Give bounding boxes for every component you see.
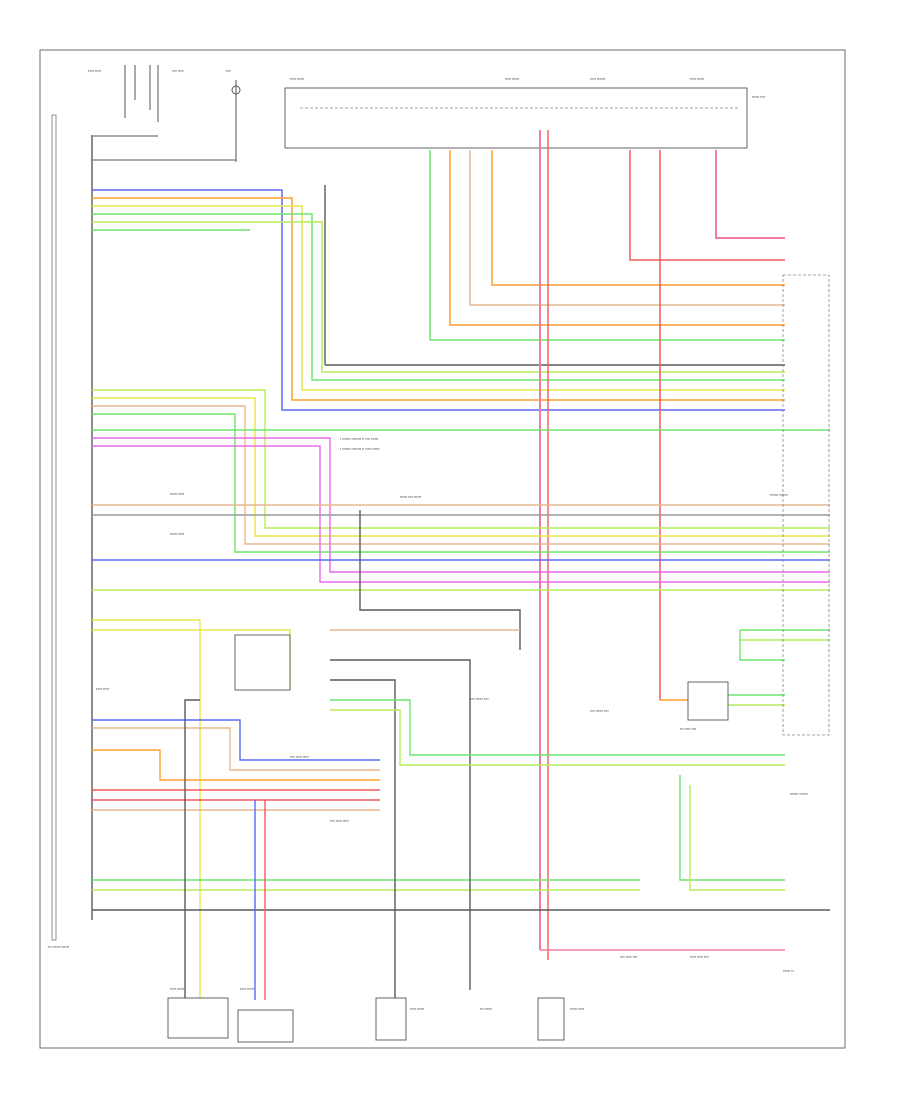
note-1: ▪ ▪▪▪▪▪▪▪ ▪▪▪▪▪▪▪▪ ▪▪ ▪▪▪▪ ▪▪▪▪▪▪ [340, 437, 378, 441]
center-runs [330, 510, 830, 1000]
left-switch-label-2: ▪▪▪▪▪▪ ▪▪▪▪▪ [170, 492, 184, 496]
mid-label-1: ▪▪▪▪ ▪▪▪▪▪▪ ▪▪▪▪ [470, 697, 489, 701]
bottom-label-3: ▪▪▪▪▪ ▪▪▪▪▪▪ [410, 1007, 424, 1011]
bottom-label-7: ▪▪▪▪▪ ▪▪▪▪▪ ▪▪▪▪ [690, 955, 709, 959]
bottom-label-4: ▪▪▪ ▪▪▪▪▪▪ [480, 1007, 492, 1011]
label-power-b: ▪▪▪▪ ▪▪▪▪▪ [172, 69, 184, 73]
controller-label-bottom: ▪▪▪▪▪▪ ▪▪ [783, 969, 794, 973]
note-2: ▪ ▪▪▪▪▪▪▪ ▪▪▪▪▪▪▪▪ ▪▪ ▪▪▪▪▪ ▪▪▪▪▪▪ [340, 447, 380, 451]
harness-middle [92, 389, 830, 591]
component-right-module [687, 681, 729, 721]
mid-label-3: ▪▪▪ ▪▪▪▪▪ ▪▪▪▪ [680, 727, 696, 731]
top-left-inputs [93, 65, 241, 162]
left-controller-bracket [51, 114, 57, 941]
top-module-label-2: ▪▪▪▪▪ ▪▪▪▪▪▪ [505, 77, 519, 81]
label-power-c: ▪▪▪▪ [226, 69, 231, 73]
component-speaker-right [537, 997, 565, 1041]
right-connector-bracket [782, 274, 830, 736]
bottom-label-2: ▪▪▪▪▪ ▪▪▪▪▪▪ [240, 987, 254, 991]
harness-verticals [429, 130, 785, 960]
top-module-label-3: ▪▪▪▪▪ ▪▪▪▪▪▪▪ [590, 77, 605, 81]
bottom-label-5: ▪▪▪▪▪▪ ▪▪▪▪▪ [570, 1007, 584, 1011]
bottom-label-6: ▪▪▪▪ ▪▪▪▪▪ ▪▪▪▪ [620, 955, 638, 959]
mid-label-2: ▪▪▪▪ ▪▪▪▪▪▪ ▪▪▪▪ [590, 709, 609, 713]
top-module-label-4: ▪▪▪▪▪ ▪▪▪▪▪▪ [690, 77, 704, 81]
diagram-border [39, 49, 846, 1049]
component-center-block [234, 634, 291, 691]
bottom-label-1: ▪▪▪▪▪ ▪▪▪▪▪▪ [170, 987, 184, 991]
harness-lower [92, 619, 830, 1000]
left-controller-label: ▪▪▪ ▪▪▪▪▪▪▪ ▪▪▪▪▪▪ [48, 945, 69, 949]
controller-label-right-mid: ▪▪▪▪▪▪▪ ▪▪▪▪▪▪▪ [790, 792, 808, 796]
label-power-a: ▪▪▪▪▪ ▪▪▪▪▪ [88, 69, 101, 73]
harness-top [92, 189, 785, 411]
top-right-label: ▪▪▪▪▪▪ ▪▪▪▪ [752, 95, 765, 99]
left-switch-label-3: ▪▪▪▪▪▪ ▪▪▪▪▪ [170, 532, 184, 536]
right-connector-label: ▪▪▪▪▪▪▪ ▪▪▪▪▪▪▪ [770, 493, 788, 497]
mid-label-4: ▪▪▪▪ ▪▪▪▪▪ ▪▪▪▪▪ [290, 755, 309, 759]
component-left-bottom [167, 997, 229, 1039]
top-module-box [284, 87, 748, 149]
note-3: ▪▪▪▪▪▪ ▪▪▪▪ ▪▪▪▪▪▪ [400, 495, 421, 499]
mid-label-5: ▪▪▪▪ ▪▪▪▪▪ ▪▪▪▪▪ [330, 819, 349, 823]
top-module-label-1: ▪▪▪▪▪ ▪▪▪▪▪▪ [290, 77, 304, 81]
component-connector-bottom [237, 1009, 294, 1043]
left-switch-label: ▪▪▪▪▪ ▪▪▪▪▪ [96, 687, 109, 691]
main-bus [91, 135, 785, 920]
component-speaker-left [375, 997, 407, 1041]
